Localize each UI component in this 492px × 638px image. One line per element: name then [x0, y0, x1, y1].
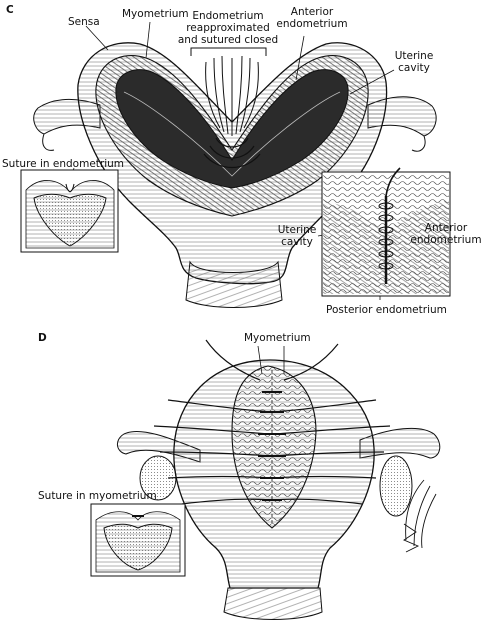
endometrium-cavity-c — [115, 69, 349, 189]
endometrial-sutures — [203, 55, 261, 168]
label-suture-in-myometrium: Suture in myometrium — [38, 490, 157, 502]
label-endometrium-closed-line2: reapproximated — [186, 22, 270, 34]
panel-c-letter: C — [6, 4, 14, 16]
inset-cavity-detail — [321, 167, 451, 297]
panel-d-illustration — [90, 339, 441, 620]
label-sensa: Sensa — [68, 16, 100, 28]
label-uterine-cavity-c-line2: cavity — [398, 62, 430, 74]
label-myometrium-c: Myometrium — [122, 8, 189, 20]
label-uterine-cavity-c: Uterine cavity — [386, 50, 442, 74]
inset-suture-endometrium — [20, 169, 119, 253]
cervix-d — [223, 587, 323, 620]
cervix-c — [185, 260, 283, 308]
label-inset-anterior-endometrium-line2: endometrium — [410, 234, 482, 246]
label-posterior-endometrium: Posterior endometrium — [326, 304, 447, 316]
inset-suture-myometrium — [90, 503, 186, 577]
right-adnexa-d — [359, 427, 441, 553]
label-anterior-endometrium-c-line1: Anterior — [290, 6, 334, 18]
label-endometrium-closed: Endometrium reapproximated and sutured c… — [172, 10, 284, 46]
label-myometrium-d: Myometrium — [244, 332, 311, 344]
panel-c-illustration — [20, 21, 451, 308]
suture-bracket — [190, 47, 267, 56]
label-suture-in-endometrium: Suture in endometrium — [2, 158, 125, 170]
label-inset-anterior-endometrium: Anterior endometrium — [408, 222, 484, 246]
label-endometrium-closed-line1: Endometrium — [192, 10, 264, 22]
label-inset-uterine-cavity-line2: cavity — [281, 236, 313, 248]
panel-d-leader-lines — [257, 345, 285, 375]
label-anterior-endometrium-c: Anterior endometrium — [272, 6, 352, 30]
panel-d-letter: D — [38, 332, 47, 344]
label-anterior-endometrium-c-line2: endometrium — [276, 18, 348, 30]
label-inset-anterior-endometrium-line1: Anterior — [424, 222, 468, 234]
label-endometrium-closed-line3: and sutured closed — [177, 34, 279, 46]
suture-knots-d — [258, 391, 286, 501]
label-uterine-cavity-c-line1: Uterine — [394, 50, 434, 62]
label-inset-uterine-cavity: Uterine cavity — [272, 224, 322, 248]
label-inset-uterine-cavity-line1: Uterine — [277, 224, 317, 236]
incision-d — [231, 365, 317, 529]
fimbriae-d — [403, 479, 437, 553]
